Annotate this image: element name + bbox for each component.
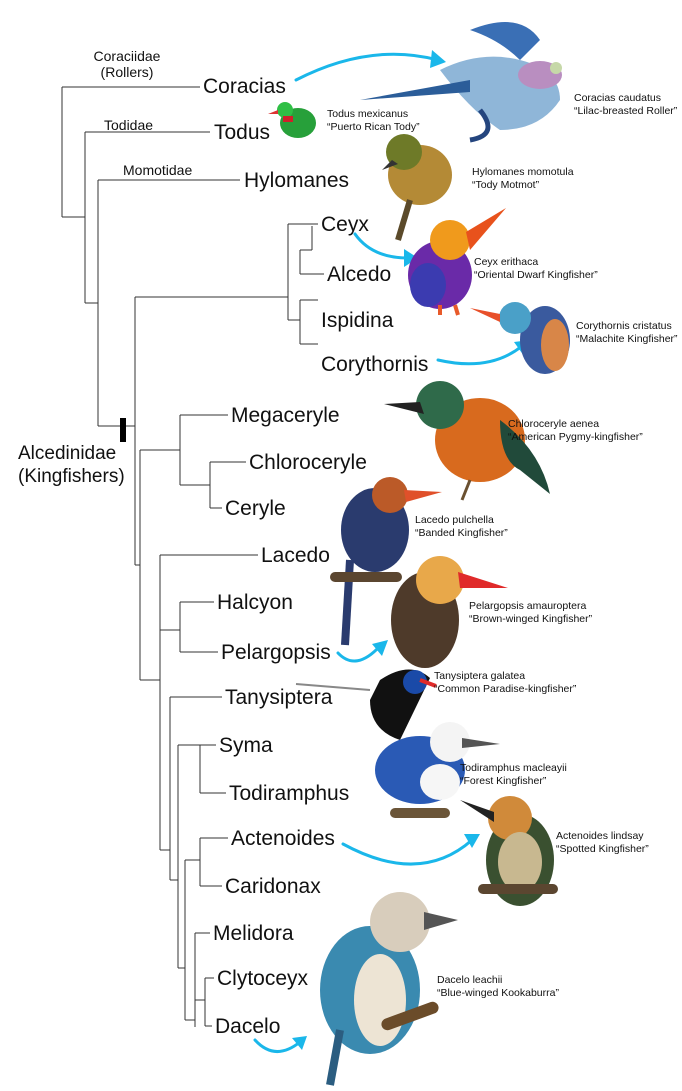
genus-label-syma: Syma [219, 735, 273, 756]
curved-arrow-icon [343, 840, 472, 864]
species-common-name: “Common Paradise-kingfisher” [434, 683, 576, 696]
species-caption-tanysiptera: Tanysiptera galatea “Common Paradise-kin… [434, 670, 576, 696]
curved-arrow-icon [255, 1040, 300, 1052]
species-scientific-name: Pelargopsis amauroptera [469, 600, 592, 613]
species-scientific-name: Coracias caudatus [574, 92, 677, 105]
species-common-name: “American Pygmy-kingfisher” [508, 431, 643, 444]
genus-label-hylomanes: Hylomanes [244, 170, 349, 191]
family-label-momotidae: Momotidae [123, 162, 192, 178]
bird-photo-todus [268, 102, 316, 138]
node-bar-icon [120, 418, 126, 442]
species-common-name: “Puerto Rican Tody” [327, 121, 420, 134]
species-caption-dacelo: Dacelo leachii “Blue-winged Kookaburra” [437, 974, 559, 1000]
species-caption-actenoides: Actenoides lindsay “Spotted Kingfisher” [556, 830, 649, 856]
genus-label-tanysiptera: Tanysiptera [225, 687, 332, 708]
species-common-name: “Tody Motmot” [472, 179, 574, 192]
genus-label-coracias: Coracias [203, 76, 286, 97]
curved-arrow-icon [438, 346, 522, 364]
family-label-todidae: Todidae [104, 117, 153, 133]
family-label-alcedinidae: Alcedinidae (Kingfishers) [18, 442, 125, 488]
species-common-name: “Spotted Kingfisher” [556, 843, 649, 856]
species-common-name: “Blue-winged Kookaburra” [437, 987, 559, 1000]
curved-arrow-icon [296, 54, 438, 80]
species-caption-ceyx: Ceyx erithaca “Oriental Dwarf Kingfisher… [474, 256, 598, 282]
genus-label-ceyx: Ceyx [321, 214, 369, 235]
species-caption-lacedo: Lacedo pulchella “Banded Kingfisher” [415, 514, 508, 540]
genus-label-megaceryle: Megaceryle [231, 405, 340, 426]
species-scientific-name: Lacedo pulchella [415, 514, 508, 527]
species-scientific-name: Chloroceryle aenea [508, 418, 643, 431]
species-common-name: “Brown-winged Kingfisher” [469, 613, 592, 626]
family-name: Momotidae [123, 162, 192, 178]
curved-arrow-icon [338, 646, 380, 661]
genus-label-dacelo: Dacelo [215, 1016, 280, 1037]
genus-label-todus: Todus [214, 122, 270, 143]
species-caption-coracias: Coracias caudatus “Lilac-breasted Roller… [574, 92, 677, 118]
species-scientific-name: Hylomanes momotula [472, 166, 574, 179]
family-label-coraciidae: Coraciidae (Rollers) [82, 48, 172, 80]
species-common-name: “Malachite Kingfisher” [576, 333, 678, 346]
species-caption-todiramphus: Todiramphus macleayii “Forest Kingfisher… [460, 762, 567, 788]
species-caption-chloroceryle: Chloroceryle aenea “American Pygmy-kingf… [508, 418, 643, 444]
genus-label-pelargopsis: Pelargopsis [221, 642, 331, 663]
genus-label-corythornis: Corythornis [321, 354, 428, 375]
genus-label-lacedo: Lacedo [261, 545, 330, 566]
genus-label-todiramphus: Todiramphus [229, 783, 349, 804]
species-caption-hylomanes: Hylomanes momotula “Tody Motmot” [472, 166, 574, 192]
genus-label-alcedo: Alcedo [327, 264, 391, 285]
family-name: Alcedinidae [18, 443, 116, 464]
bird-photo-actenoides [460, 796, 558, 906]
genus-label-melidora: Melidora [213, 923, 294, 944]
family-name: Coraciidae [94, 48, 161, 64]
family-common-name: (Kingfishers) [18, 466, 125, 487]
genus-label-ispidina: Ispidina [321, 310, 393, 331]
genus-label-caridonax: Caridonax [225, 876, 321, 897]
genus-label-halcyon: Halcyon [217, 592, 293, 613]
species-scientific-name: Todiramphus macleayii [460, 762, 567, 775]
genus-label-chloroceryle: Chloroceryle [249, 452, 367, 473]
species-scientific-name: Ceyx erithaca [474, 256, 598, 269]
genus-label-ceryle: Ceryle [225, 498, 286, 519]
species-common-name: “Forest Kingfisher” [460, 775, 567, 788]
genus-label-actenoides: Actenoides [231, 828, 335, 849]
species-scientific-name: Actenoides lindsay [556, 830, 649, 843]
species-common-name: “Oriental Dwarf Kingfisher” [474, 269, 598, 282]
species-caption-todus: Todus mexicanus “Puerto Rican Tody” [327, 108, 420, 134]
species-common-name: “Lilac-breasted Roller” [574, 105, 677, 118]
species-scientific-name: Corythornis cristatus [576, 320, 678, 333]
species-scientific-name: Tanysiptera galatea [434, 670, 576, 683]
species-common-name: “Banded Kingfisher” [415, 527, 508, 540]
species-scientific-name: Todus mexicanus [327, 108, 420, 121]
family-name: Todidae [104, 117, 153, 133]
family-common-name: (Rollers) [101, 64, 154, 80]
species-caption-pelargopsis: Pelargopsis amauroptera “Brown-winged Ki… [469, 600, 592, 626]
genus-label-clytoceyx: Clytoceyx [217, 968, 308, 989]
species-scientific-name: Dacelo leachii [437, 974, 559, 987]
species-caption-corythornis: Corythornis cristatus “Malachite Kingfis… [576, 320, 678, 346]
